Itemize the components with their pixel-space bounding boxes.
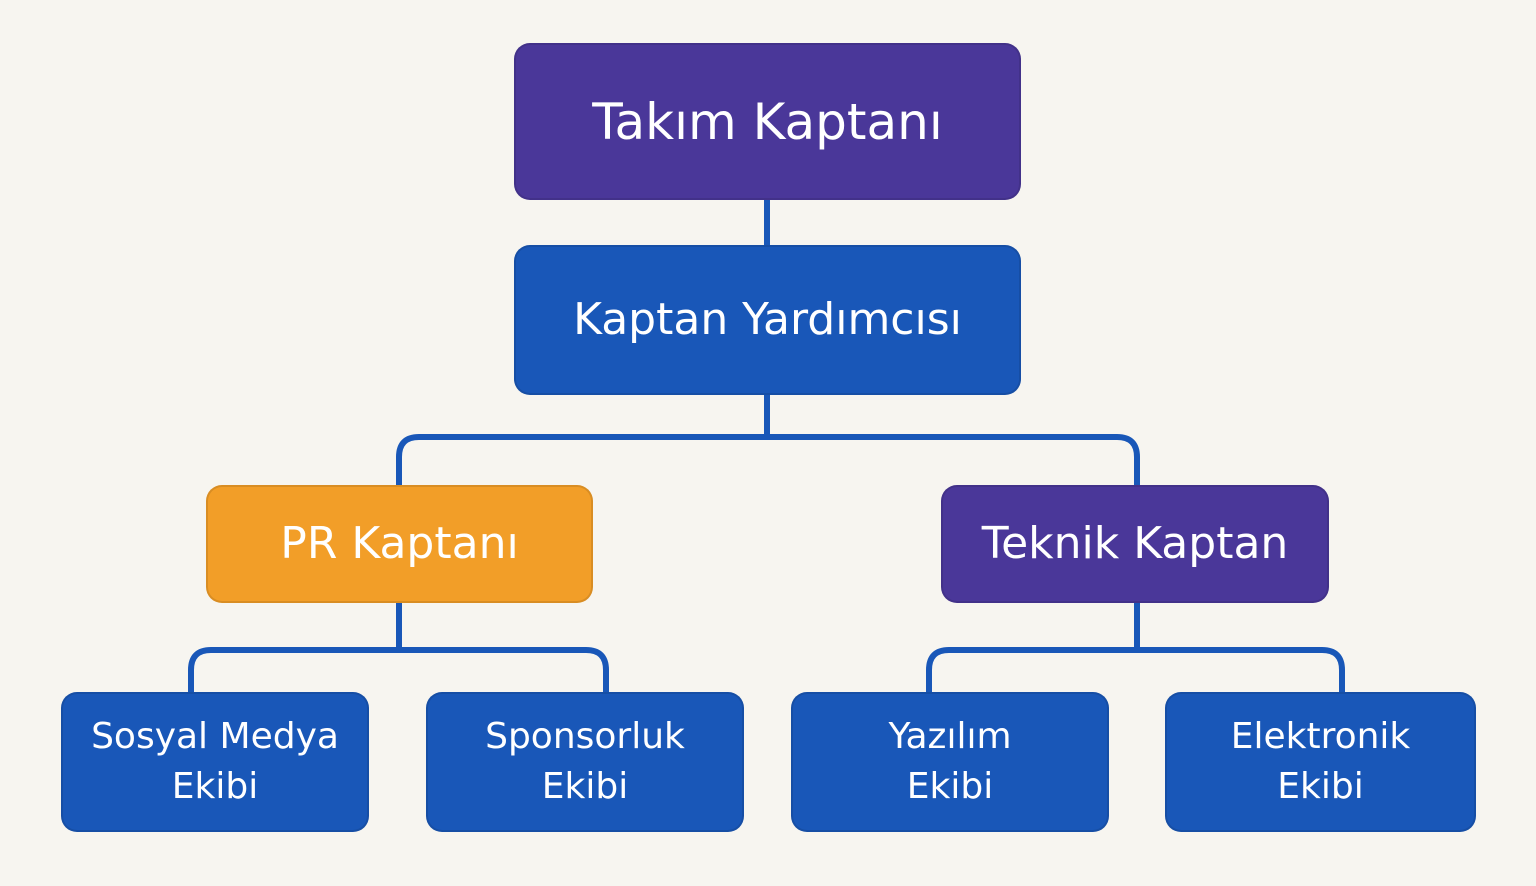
connector-pr-branch xyxy=(188,647,609,692)
node-yazilim-ekibi: Yazılım Ekibi xyxy=(791,692,1109,832)
node-label: Kaptan Yardımcısı xyxy=(573,293,962,345)
node-label-line-1: Sosyal Medya xyxy=(91,715,339,757)
connector-subcaptain-branch xyxy=(396,434,1140,485)
node-label-line-2: Ekibi xyxy=(1277,766,1364,807)
connector-tech-branch xyxy=(926,647,1345,692)
node-elektronik-ekibi: Elektronik Ekibi xyxy=(1165,692,1476,832)
node-label: Takım Kaptanı xyxy=(592,92,943,151)
node-pr-kaptani: PR Kaptanı xyxy=(206,485,593,603)
node-kaptan-yardimcisi: Kaptan Yardımcısı xyxy=(514,245,1021,395)
node-label-line-1: Sponsorluk xyxy=(485,715,685,757)
node-label-line-1: Elektronik xyxy=(1230,715,1411,757)
node-teknik-kaptan: Teknik Kaptan xyxy=(941,485,1329,603)
node-takim-kaptani: Takım Kaptanı xyxy=(514,43,1021,200)
node-label-line-2: Ekibi xyxy=(171,766,259,807)
node-sponsorluk-ekibi: Sponsorluk Ekibi xyxy=(426,692,744,832)
node-label: PR Kaptanı xyxy=(280,517,519,569)
node-label-line-1: Yazılım xyxy=(888,715,1012,757)
node-sosyal-medya-ekibi: Sosyal Medya Ekibi xyxy=(61,692,369,832)
node-label: Teknik Kaptan xyxy=(981,517,1289,569)
node-label-line-2: Ekibi xyxy=(541,766,629,807)
node-label-line-2: Ekibi xyxy=(906,766,994,807)
